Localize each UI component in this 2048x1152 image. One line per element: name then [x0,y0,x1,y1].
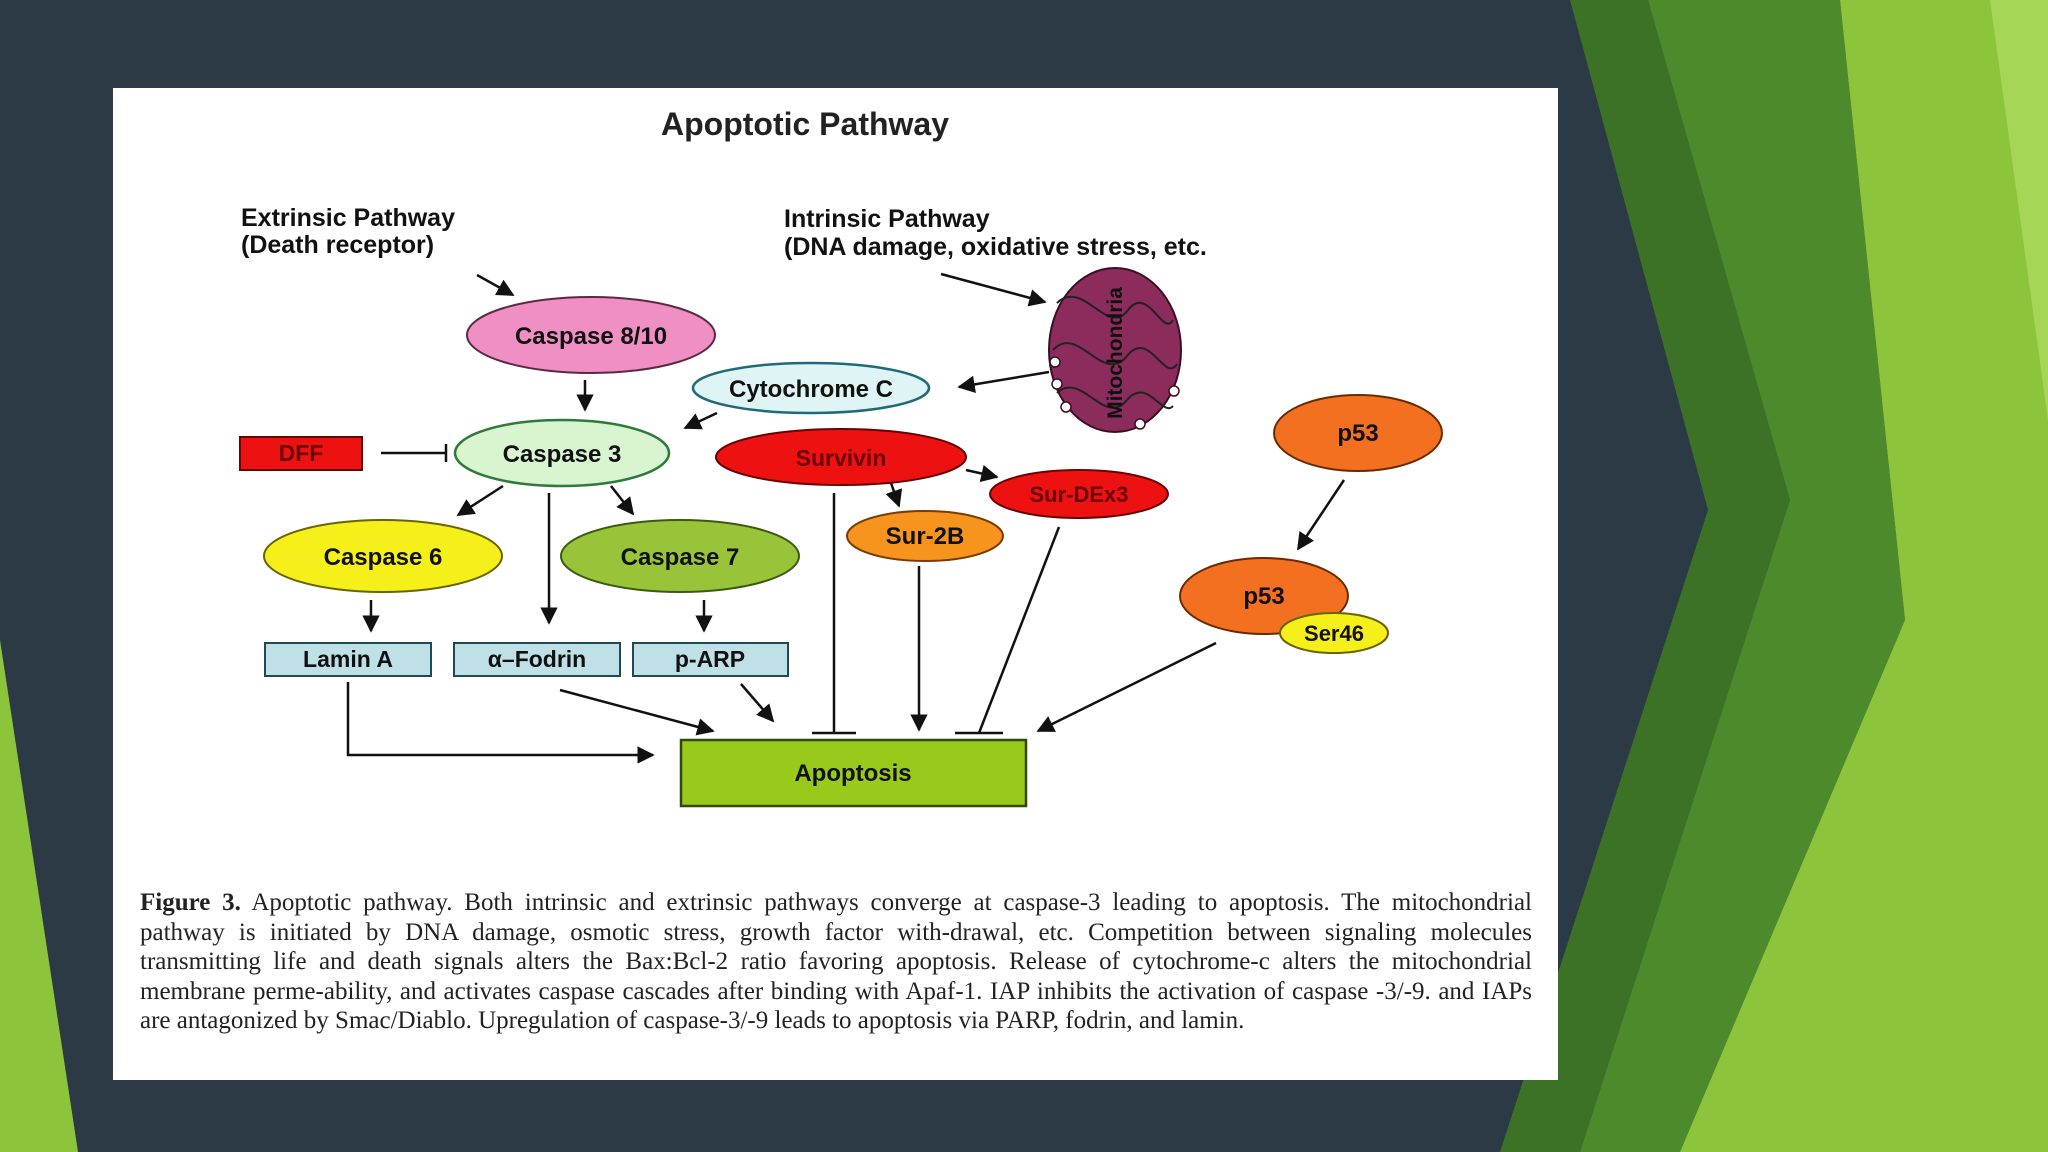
apoptosis-node: Apoptosis [679,738,1028,808]
caspase-8-10-label: Caspase 8/10 [515,323,667,350]
arrow-caspase-3-to-caspase-7 [610,485,635,516]
arrow-survivin-to-sur-2b [885,482,903,508]
p53-node: p53 [1273,394,1443,472]
extrinsic-pathway-sublabel: (Death receptor) [241,231,434,259]
connectors [346,272,1346,764]
cytochrome-c-node: Cytochrome C [691,361,931,415]
mitochondria-membrane-dot [1134,418,1146,430]
diagram-title: Apoptotic Pathway [661,106,949,142]
ser46-label: Ser46 [1304,621,1364,646]
arrow-cytochrome-c-to-caspase-3 [683,411,718,430]
caspase-6-node: Caspase 6 [263,519,503,593]
caspase-6-label: Caspase 6 [324,544,443,571]
sur-2b-node: Sur-2B [846,510,1004,562]
arrow-p-arp-to-apoptosis [740,683,775,723]
arrow-survivin-to-sur-dex3 [965,464,999,483]
deco-triangle-mid [1580,0,1905,1152]
apoptosis-shape [679,738,1028,808]
dff-node: DFF [239,436,363,471]
deco-triangle-dark [1500,0,1790,1152]
arrow-intrinsic-to-mitochondria [940,272,1047,307]
intrinsic-pathway-sublabel: (DNA damage, oxidative stress, etc. [784,233,1207,261]
sur-dex3-node: Sur-DEx3 [989,469,1169,519]
arrow-extrinsic-to-caspase-8-10 [476,273,515,297]
figure-caption-text: Apoptotic pathway. Both intrinsic and ex… [140,889,1532,1034]
figure-caption-label: Figure 3. [140,889,241,916]
apoptotic-pathway-diagram: Apoptotic Pathway Extrinsic Pathway (Dea… [239,106,1443,808]
mitochondria-membrane-dot [1051,378,1063,390]
alpha-fodrin-node: α–Fodrin [453,642,621,677]
lamin-a-shape [264,642,432,677]
sur-dex3-label: Sur-DEx3 [1029,482,1128,507]
mitochondria-membrane-dot [1049,356,1061,368]
survivin-node: Survivin [715,428,967,486]
mitochondria-cristae [1052,295,1178,410]
caspase-6-shape [263,519,503,593]
extrinsic-pathway-label: Extrinsic Pathway [241,204,455,232]
arrow-caspase-3-to-caspase-6 [456,484,504,517]
p53-shape [1273,394,1443,472]
p53-ser46-node: p53 Ser46 [1179,557,1389,654]
sur-dex3-shape [989,469,1169,519]
apoptosis-label: Apoptosis [794,760,911,787]
caspase-7-shape [560,519,800,593]
p-arp-shape [632,642,789,677]
dff-label: DFF [279,440,324,466]
inhibit-line-sur-dex3-apoptosis [977,526,1061,734]
caspase-8-10-node: Caspase 8/10 [466,296,716,374]
survivin-shape [715,428,967,486]
arrow-p53-to-p53-ser46 [1296,479,1346,551]
survivin-label: Survivin [796,445,887,471]
p53-phospho-label: p53 [1243,583,1284,610]
figure-image: Apoptotic Pathway Extrinsic Pathway (Dea… [113,88,1558,1080]
p-arp-node: p-ARP [632,642,789,677]
p-arp-label: p-ARP [675,646,745,672]
intrinsic-pathway-label: Intrinsic Pathway [784,205,990,233]
alpha-fodrin-shape [453,642,621,677]
sur-2b-shape [846,510,1004,562]
deco-triangle-highlight [1990,0,2048,420]
arrow-mitochondria-to-cytochrome-c [957,370,1050,394]
cytochrome-c-label: Cytochrome C [729,376,893,403]
caspase-7-node: Caspase 7 [560,519,800,593]
mitochondria-membrane-dot [1060,401,1072,413]
arrow-p53-ser46-to-apoptosis [1036,641,1217,733]
lamin-a-label: Lamin A [303,646,393,672]
caspase-7-label: Caspase 7 [621,544,740,571]
caspase-3-node: Caspase 3 [453,418,671,488]
caspase-3-shape [453,418,671,488]
caspase-8-10-shape [466,296,716,374]
mitochondria-label: Mitochondria [1104,287,1127,419]
sur-2b-label: Sur-2B [886,523,965,550]
ser46-shape [1279,612,1389,654]
figure-caption: Figure 3. Apoptotic pathway. Both intrin… [140,888,1532,1036]
deco-triangle-light [1680,0,2048,1152]
lamin-a-node: Lamin A [264,642,432,677]
mitochondria-node: Mitochondria [1048,267,1182,433]
caspase-3-label: Caspase 3 [503,441,622,468]
cytochrome-c-shape [691,361,931,415]
arrow-lamin-a-to-apoptosis [346,682,655,764]
arrow-alpha-fodrin-to-apoptosis [559,688,715,736]
deco-triangle-left [0,640,78,1152]
dff-shape [239,436,363,471]
alpha-fodrin-label: α–Fodrin [488,646,586,672]
p53-label: p53 [1337,420,1378,447]
mitochondria-membrane-dot [1168,385,1180,397]
